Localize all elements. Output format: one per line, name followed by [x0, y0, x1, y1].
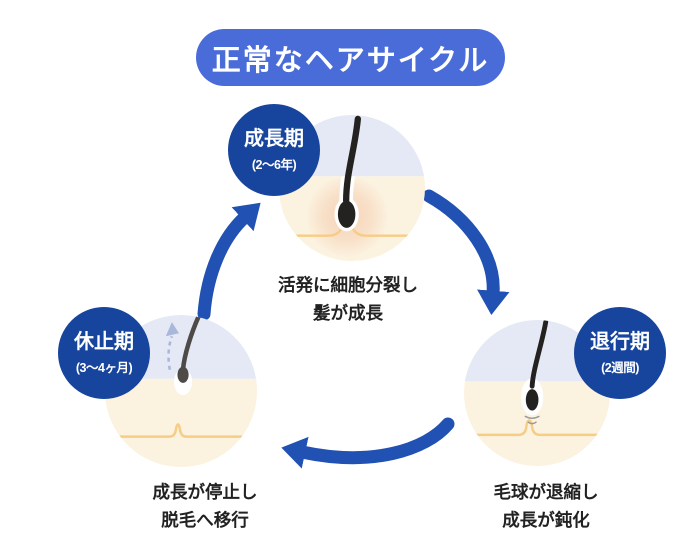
caption-line: 成長が鈍化: [502, 510, 590, 530]
hair-strand: [342, 115, 362, 204]
arrow-growth-to-regression: [422, 189, 510, 316]
arrow-resting-to-growth: [197, 202, 261, 321]
hair-strand: [180, 315, 202, 372]
stage-badge-growth: 成長期 (2〜6年): [228, 104, 320, 196]
caption-line: 髪が成長: [313, 303, 383, 323]
shed-arrowhead-icon: [165, 322, 179, 337]
dermis-line: [115, 422, 249, 438]
shed-direction-arrow: [167, 335, 174, 370]
dermis-line: [351, 227, 417, 237]
caption-regression: 毛球が退縮し 成長が鈍化: [426, 478, 666, 534]
page-title: 正常なヘアサイクル: [196, 29, 505, 86]
retraction-mark: [524, 415, 540, 420]
hair-bulb: [337, 200, 356, 228]
stage-duration: (2〜6年): [251, 157, 297, 172]
stage-name: 成長期: [244, 127, 304, 150]
hair-strand: [529, 320, 549, 389]
caption-line: 毛球が退縮し: [493, 482, 599, 502]
retraction-mark: [527, 421, 537, 425]
stage-duration: (2週間): [601, 360, 639, 375]
hair-bulb: [525, 389, 539, 411]
caption-line: 活発に細胞分裂し: [278, 275, 418, 295]
growth-phase-illustration: [279, 115, 425, 261]
hair-club-bulb: [177, 366, 189, 383]
stage-name: 休止期: [74, 330, 134, 353]
dermis-line: [287, 227, 343, 237]
stage-badge-regression: 退行期 (2週間): [574, 307, 666, 399]
stage-badge-resting: 休止期 (3〜4ヶ月): [58, 307, 150, 399]
stage-name: 退行期: [590, 330, 650, 353]
caption-line: 脱毛へ移行: [161, 510, 249, 530]
dermis-line: [472, 418, 602, 437]
caption-resting: 成長が停止し 脱毛へ移行: [85, 478, 325, 534]
caption-line: 成長が停止し: [152, 482, 258, 502]
caption-growth: 活発に細胞分裂し 髪が成長: [228, 271, 468, 327]
stage-duration: (3〜4ヶ月): [75, 360, 133, 375]
arrow-regression-to-resting: [281, 417, 455, 469]
